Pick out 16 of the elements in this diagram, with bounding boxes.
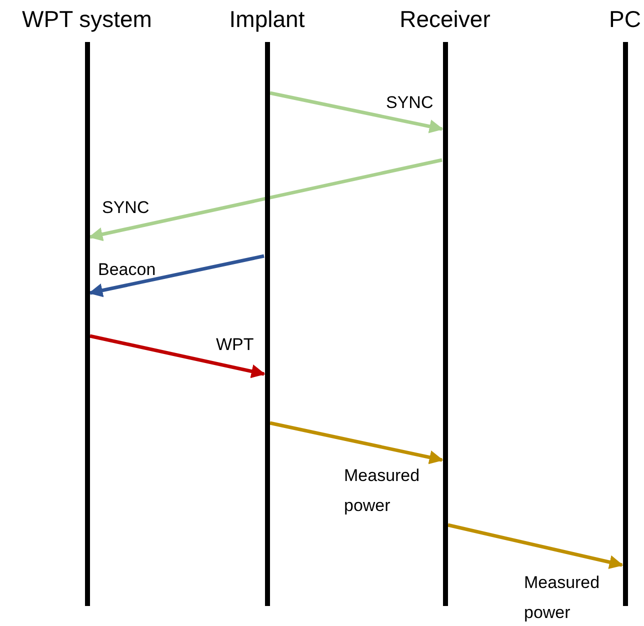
message-arrow [88, 254, 264, 298]
lifeline-label: Implant [228, 6, 306, 33]
lifeline-label: Receiver [398, 6, 492, 33]
message-label: Beacon [98, 259, 157, 281]
message-label: WPT [216, 334, 255, 356]
message-arrow [270, 421, 444, 464]
lifeline-label: WPT system [21, 6, 153, 33]
message-arrow [448, 523, 624, 569]
lifeline-label: PC [608, 6, 642, 33]
message-arrow [88, 158, 442, 242]
message-label: SYNC [386, 92, 434, 114]
message-arrow [90, 334, 266, 378]
message-label: Measured power [524, 572, 601, 624]
message-label: Measured power [344, 465, 421, 517]
message-arrow [270, 91, 444, 134]
message-label: SYNC [102, 197, 150, 219]
